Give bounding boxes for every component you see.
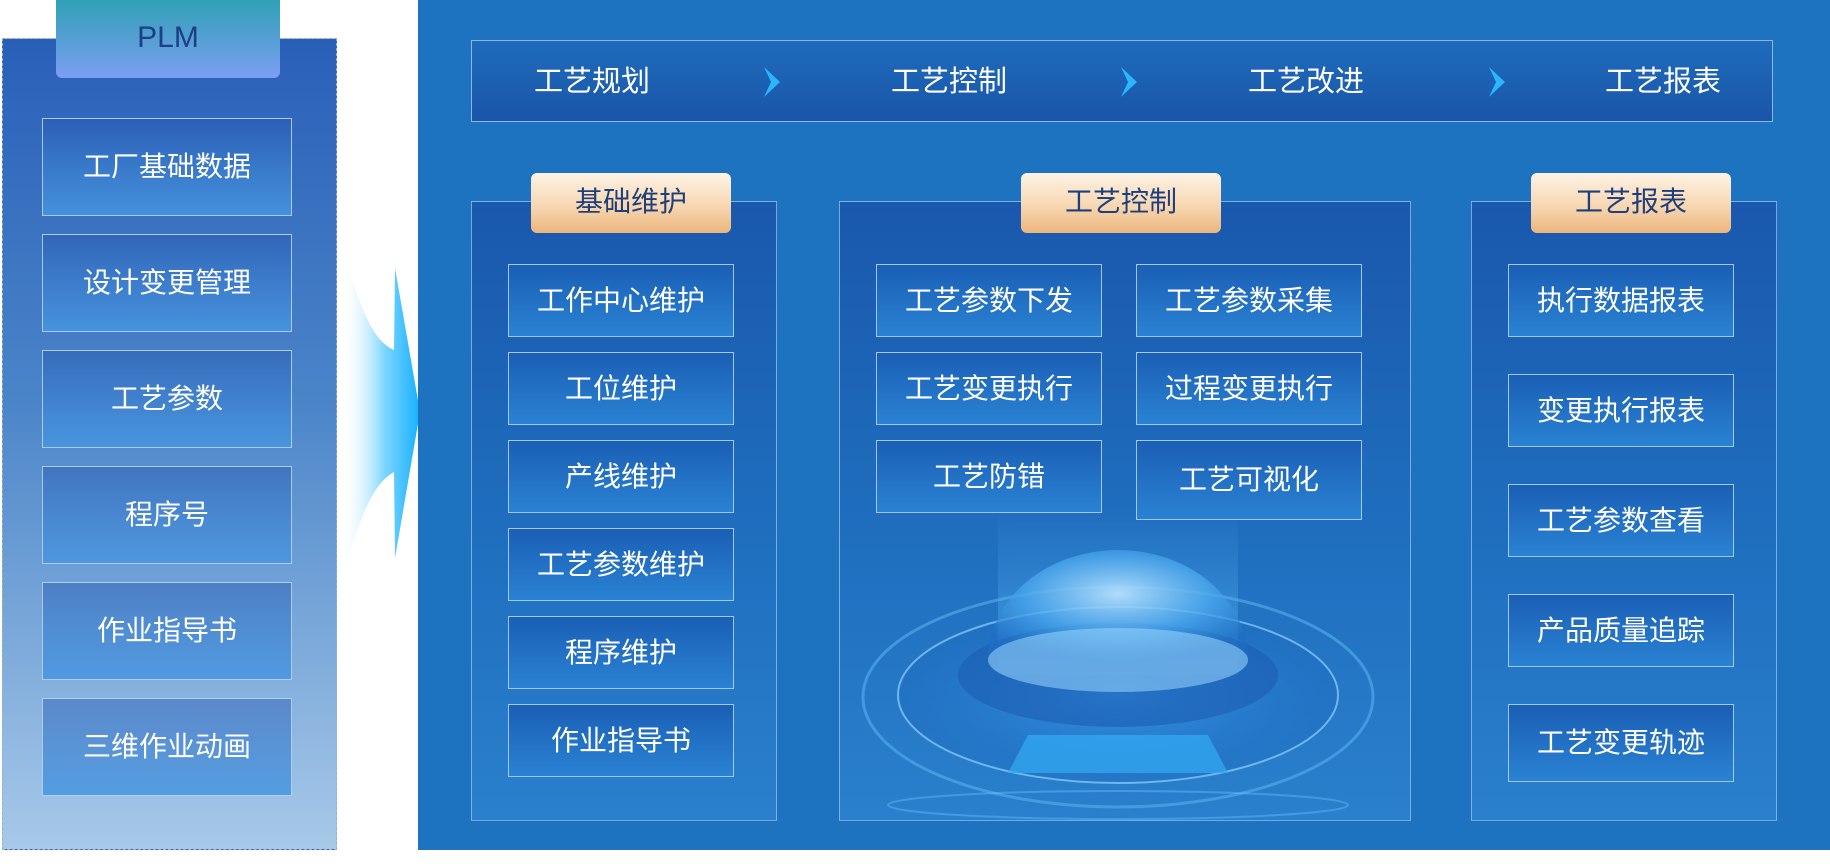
chevron-right-icon: [1121, 67, 1137, 97]
step-process-improvement[interactable]: 工艺改进: [1248, 64, 1365, 98]
item-work-instruction[interactable]: 作业指导书: [508, 704, 734, 777]
section-header-process-report: 工艺报表: [1531, 173, 1731, 233]
item-program-maintenance[interactable]: 程序维护: [508, 616, 734, 689]
flow-arrow-icon: [340, 240, 420, 585]
item-change-execution-report[interactable]: 变更执行报表: [1508, 374, 1734, 447]
plm-item-process-params[interactable]: 工艺参数: [42, 350, 292, 448]
main-panel: 工艺规划 工艺控制 工艺改进 工艺报表 基础维护 工作中心维护 工位维护 产线维…: [418, 0, 1830, 850]
plm-item-3d-animation[interactable]: 三维作业动画: [42, 698, 292, 796]
plm-item-work-instruction[interactable]: 作业指导书: [42, 582, 292, 680]
dome-decoration: [861, 505, 1375, 820]
item-param-view[interactable]: 工艺参数查看: [1508, 484, 1734, 557]
step-process-planning[interactable]: 工艺规划: [534, 64, 651, 98]
item-change-trail[interactable]: 工艺变更轨迹: [1508, 704, 1734, 782]
item-process-change-execution[interactable]: 工艺变更执行: [876, 352, 1102, 425]
chevron-right-icon: [764, 67, 780, 97]
plm-item-factory-data[interactable]: 工厂基础数据: [42, 118, 292, 216]
item-station-maintenance[interactable]: 工位维护: [508, 352, 734, 425]
plm-title: PLM: [56, 0, 280, 78]
item-error-proofing[interactable]: 工艺防错: [876, 440, 1102, 513]
process-step-bar: 工艺规划 工艺控制 工艺改进 工艺报表: [471, 40, 1773, 122]
item-process-param-maintenance[interactable]: 工艺参数维护: [508, 528, 734, 601]
item-work-center-maintenance[interactable]: 工作中心维护: [508, 264, 734, 337]
section-header-basic-maintenance: 基础维护: [531, 173, 731, 233]
section-header-process-control: 工艺控制: [1021, 173, 1221, 233]
plm-item-design-change[interactable]: 设计变更管理: [42, 234, 292, 332]
step-process-control[interactable]: 工艺控制: [891, 64, 1008, 98]
item-execution-data-report[interactable]: 执行数据报表: [1508, 264, 1734, 337]
chevron-right-icon: [1489, 67, 1505, 97]
step-process-report[interactable]: 工艺报表: [1605, 64, 1722, 98]
item-param-dispatch[interactable]: 工艺参数下发: [876, 264, 1102, 337]
item-procedure-change-execution[interactable]: 过程变更执行: [1136, 352, 1362, 425]
plm-item-program-no[interactable]: 程序号: [42, 466, 292, 564]
item-line-maintenance[interactable]: 产线维护: [508, 440, 734, 513]
item-quality-tracking[interactable]: 产品质量追踪: [1508, 594, 1734, 667]
item-param-collection[interactable]: 工艺参数采集: [1136, 264, 1362, 337]
item-process-visualization[interactable]: 工艺可视化: [1136, 440, 1362, 520]
